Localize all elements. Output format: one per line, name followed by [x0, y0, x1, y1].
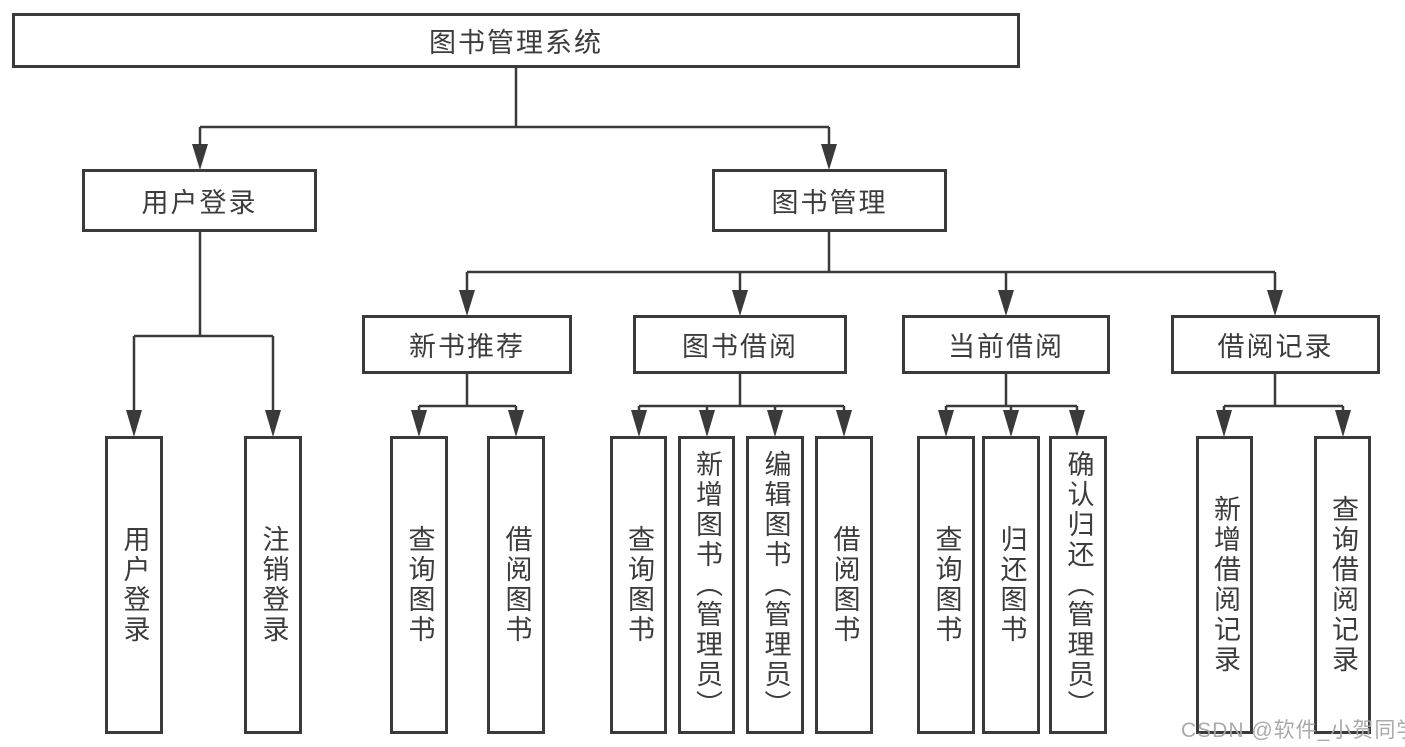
- node-query-books-borrowing: 查询图书: [610, 436, 667, 734]
- arrow-down-icon: [265, 410, 281, 437]
- node-label: 注销登录: [258, 525, 289, 645]
- arrow-down-icon: [821, 144, 837, 170]
- node-label: 查询图书: [931, 525, 962, 645]
- node-label: 新增图书（管理员）: [692, 450, 722, 720]
- node-add-borrow-record: 新增借阅记录: [1196, 436, 1253, 734]
- node-label: 借阅图书: [501, 525, 532, 645]
- node-label: 借阅图书: [829, 525, 860, 645]
- node-book-borrowing: 图书借阅: [633, 315, 847, 374]
- arrow-down-icon: [1335, 410, 1351, 437]
- arrow-down-icon: [767, 410, 783, 437]
- node-label: 用户登录: [119, 525, 150, 645]
- node-query-books-recommend: 查询图书: [390, 436, 448, 734]
- node-query-borrow-record: 查询借阅记录: [1314, 436, 1371, 734]
- arrow-down-icon: [459, 290, 475, 316]
- node-user-login: 用户登录: [82, 169, 317, 232]
- arrow-down-icon: [836, 410, 852, 437]
- arrow-down-icon: [1267, 290, 1283, 316]
- node-borrow-books-leaf: 借阅图书: [815, 436, 873, 734]
- node-query-books-current: 查询图书: [917, 436, 975, 734]
- arrow-down-icon: [1069, 410, 1085, 437]
- node-confirm-return-admin: 确认归还（管理员）: [1049, 436, 1107, 734]
- node-current-borrowing: 当前借阅: [902, 315, 1110, 374]
- node-new-book-recommendation: 新书推荐: [362, 315, 572, 374]
- node-label: 查询图书: [404, 525, 435, 645]
- arrow-down-icon: [126, 410, 142, 437]
- node-borrow-books-recommend: 借阅图书: [487, 436, 545, 734]
- node-label: 编辑图书（管理员）: [760, 450, 791, 720]
- arrowheads: [126, 144, 1351, 437]
- node-user-login-leaf: 用户登录: [105, 436, 163, 734]
- node-label: 归还图书: [996, 525, 1027, 645]
- arrow-down-icon: [732, 290, 748, 316]
- node-label: 确认归还（管理员）: [1063, 450, 1094, 720]
- arrow-down-icon: [631, 410, 647, 437]
- arrow-down-icon: [411, 410, 427, 437]
- node-borrowing-records: 借阅记录: [1171, 315, 1380, 374]
- arrow-down-icon: [1216, 410, 1232, 437]
- arrow-down-icon: [192, 144, 208, 170]
- arrow-down-icon: [998, 290, 1014, 316]
- node-return-books: 归还图书: [982, 436, 1040, 734]
- node-label: 新增借阅记录: [1210, 495, 1240, 675]
- node-edit-book-admin: 编辑图书（管理员）: [746, 436, 804, 734]
- arrow-down-icon: [938, 410, 954, 437]
- node-library-management-system: 图书管理系统: [12, 13, 1020, 68]
- arrow-down-icon: [1003, 410, 1019, 437]
- node-book-management: 图书管理: [712, 169, 947, 232]
- node-label: 查询借阅记录: [1328, 495, 1358, 675]
- node-label: 查询图书: [624, 525, 654, 645]
- csdn-watermark: CSDN @软件_小贺同学: [1181, 719, 1405, 742]
- arrow-down-icon: [508, 410, 524, 437]
- arrow-down-icon: [699, 410, 715, 437]
- node-add-book-admin: 新增图书（管理员）: [678, 436, 735, 734]
- node-logout: 注销登录: [244, 436, 302, 734]
